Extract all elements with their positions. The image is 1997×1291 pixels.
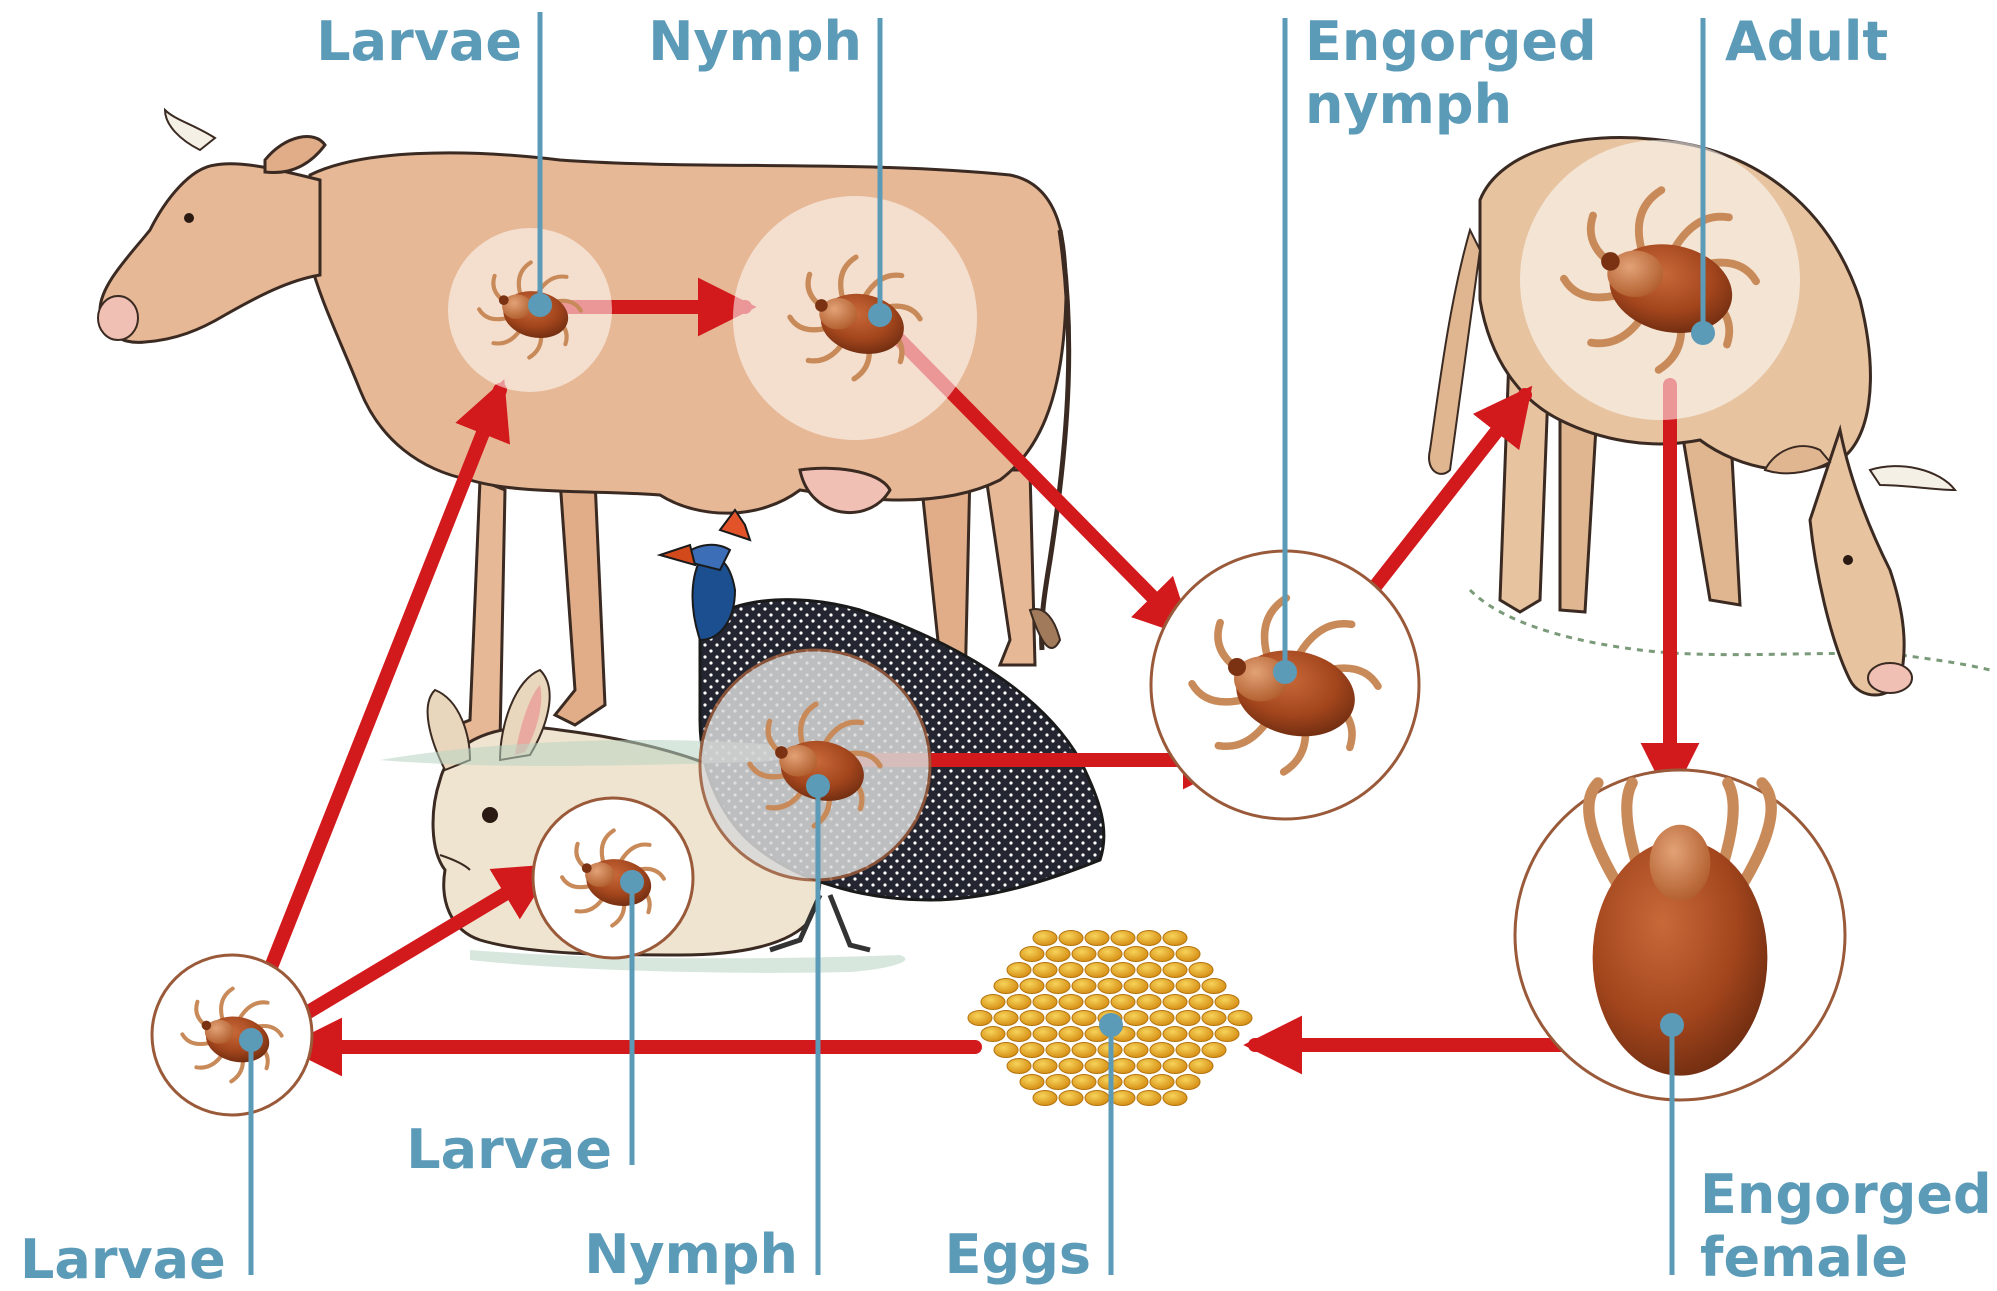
label-adult: Adult [1725, 10, 1888, 73]
label-eggs: Eggs [900, 1223, 1091, 1286]
label-engorged-nymph-line2: nymph [1305, 73, 1512, 136]
tick-circle-nymph-guinea [700, 650, 930, 880]
tick-circle-nymph-cow [733, 196, 977, 440]
label-larvae-rabbit: Larvae [380, 1118, 612, 1181]
tick-circle-adult [1520, 140, 1800, 420]
label-larvae-ground: Larvae [20, 1228, 226, 1291]
label-engorged-female-line1: Engorged [1700, 1163, 1992, 1226]
label-nymph-guinea: Nymph [550, 1223, 798, 1286]
label-engorged-nymph-line1: Engorged [1305, 10, 1597, 73]
label-engorged-female-line2: female [1700, 1226, 1908, 1289]
tick-circle-larvae-rabbit [533, 798, 693, 958]
label-larvae-cow: Larvae [300, 10, 522, 73]
tick-circle-engorged-female [1515, 770, 1845, 1100]
label-nymph-cow: Nymph [620, 10, 862, 73]
tick-circle-larvae-ground [152, 955, 312, 1115]
